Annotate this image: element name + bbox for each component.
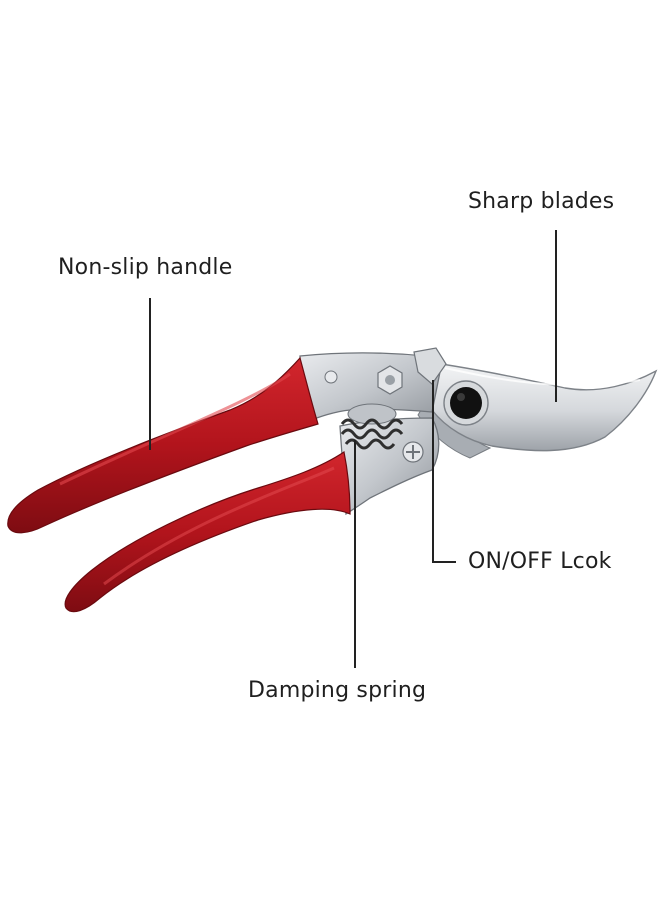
leader-line-lock	[432, 380, 456, 563]
upper-metal-body	[299, 352, 441, 425]
label-sharp-blades: Sharp blades	[468, 189, 615, 214]
label-non-slip-handle: Non-slip handle	[58, 255, 233, 280]
lock-lever	[413, 347, 447, 385]
label-damping-spring: Damping spring	[248, 678, 427, 703]
rivet	[324, 370, 338, 384]
sharp-blade	[427, 361, 658, 452]
pivot-bolt	[450, 387, 482, 419]
label-on-off-lock: ON/OFF Lcok	[468, 549, 612, 574]
damping-spring	[340, 403, 404, 450]
